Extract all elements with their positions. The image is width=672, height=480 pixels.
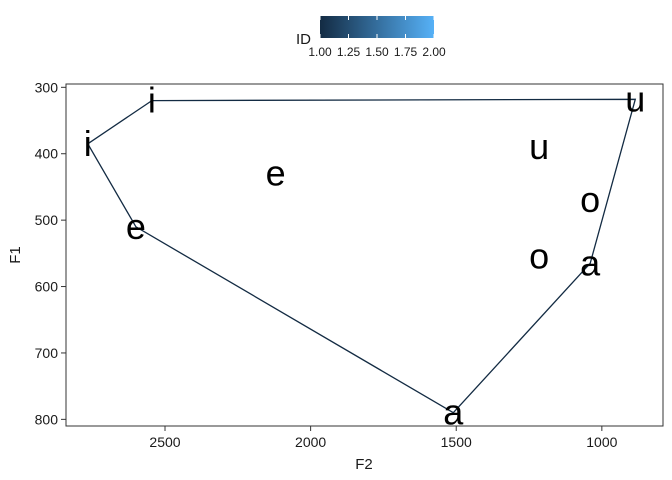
legend-tick-label: 2.00 — [422, 45, 446, 59]
vowel-space-hull — [86, 98, 637, 414]
legend-tick-label: 1.25 — [337, 45, 361, 59]
vowel-point-e: e — [266, 153, 286, 194]
x-tick-label: 2000 — [295, 434, 326, 450]
vowel-point-e: e — [126, 206, 146, 247]
legend-title: ID — [296, 31, 311, 48]
x-tick-label: 2500 — [149, 434, 180, 450]
vowel-point-i: i — [148, 80, 156, 121]
vowel-point-a: a — [443, 392, 464, 433]
y-axis-title: F1 — [7, 246, 24, 264]
legend-ticks: 1.00 1.25 1.50 1.75 2.00 — [308, 16, 446, 59]
vowel-point-u: u — [625, 78, 645, 119]
y-tick-label: 500 — [35, 212, 59, 228]
vowel-point-i: i — [84, 123, 92, 164]
x-axis-title: F2 — [355, 456, 373, 473]
legend-colorbar — [320, 16, 434, 38]
vowel-point-u: u — [529, 126, 549, 167]
legend-tick-label: 1.50 — [365, 45, 389, 59]
x-tick-label: 1500 — [441, 434, 472, 450]
legend-tick-label: 1.75 — [394, 45, 418, 59]
y-tick-label: 300 — [35, 79, 59, 95]
vowel-point-o: o — [529, 236, 549, 277]
y-axis: 300 400 500 600 700 800 — [35, 79, 66, 427]
y-tick-label: 700 — [35, 345, 59, 361]
vowel-point-o: o — [580, 179, 600, 220]
y-tick-label: 800 — [35, 411, 59, 427]
y-tick-label: 600 — [35, 279, 59, 295]
x-axis: 2500 2000 1500 1000 — [149, 426, 618, 450]
legend-tick-label: 1.00 — [308, 45, 332, 59]
vowel-point-a: a — [580, 242, 601, 283]
x-tick-label: 1000 — [586, 434, 617, 450]
plot-panel — [65, 83, 664, 427]
legend: ID 1.00 1.25 1.50 1.75 2.00 — [296, 16, 446, 59]
hull-layer — [86, 98, 637, 414]
y-tick-label: 400 — [35, 146, 59, 162]
